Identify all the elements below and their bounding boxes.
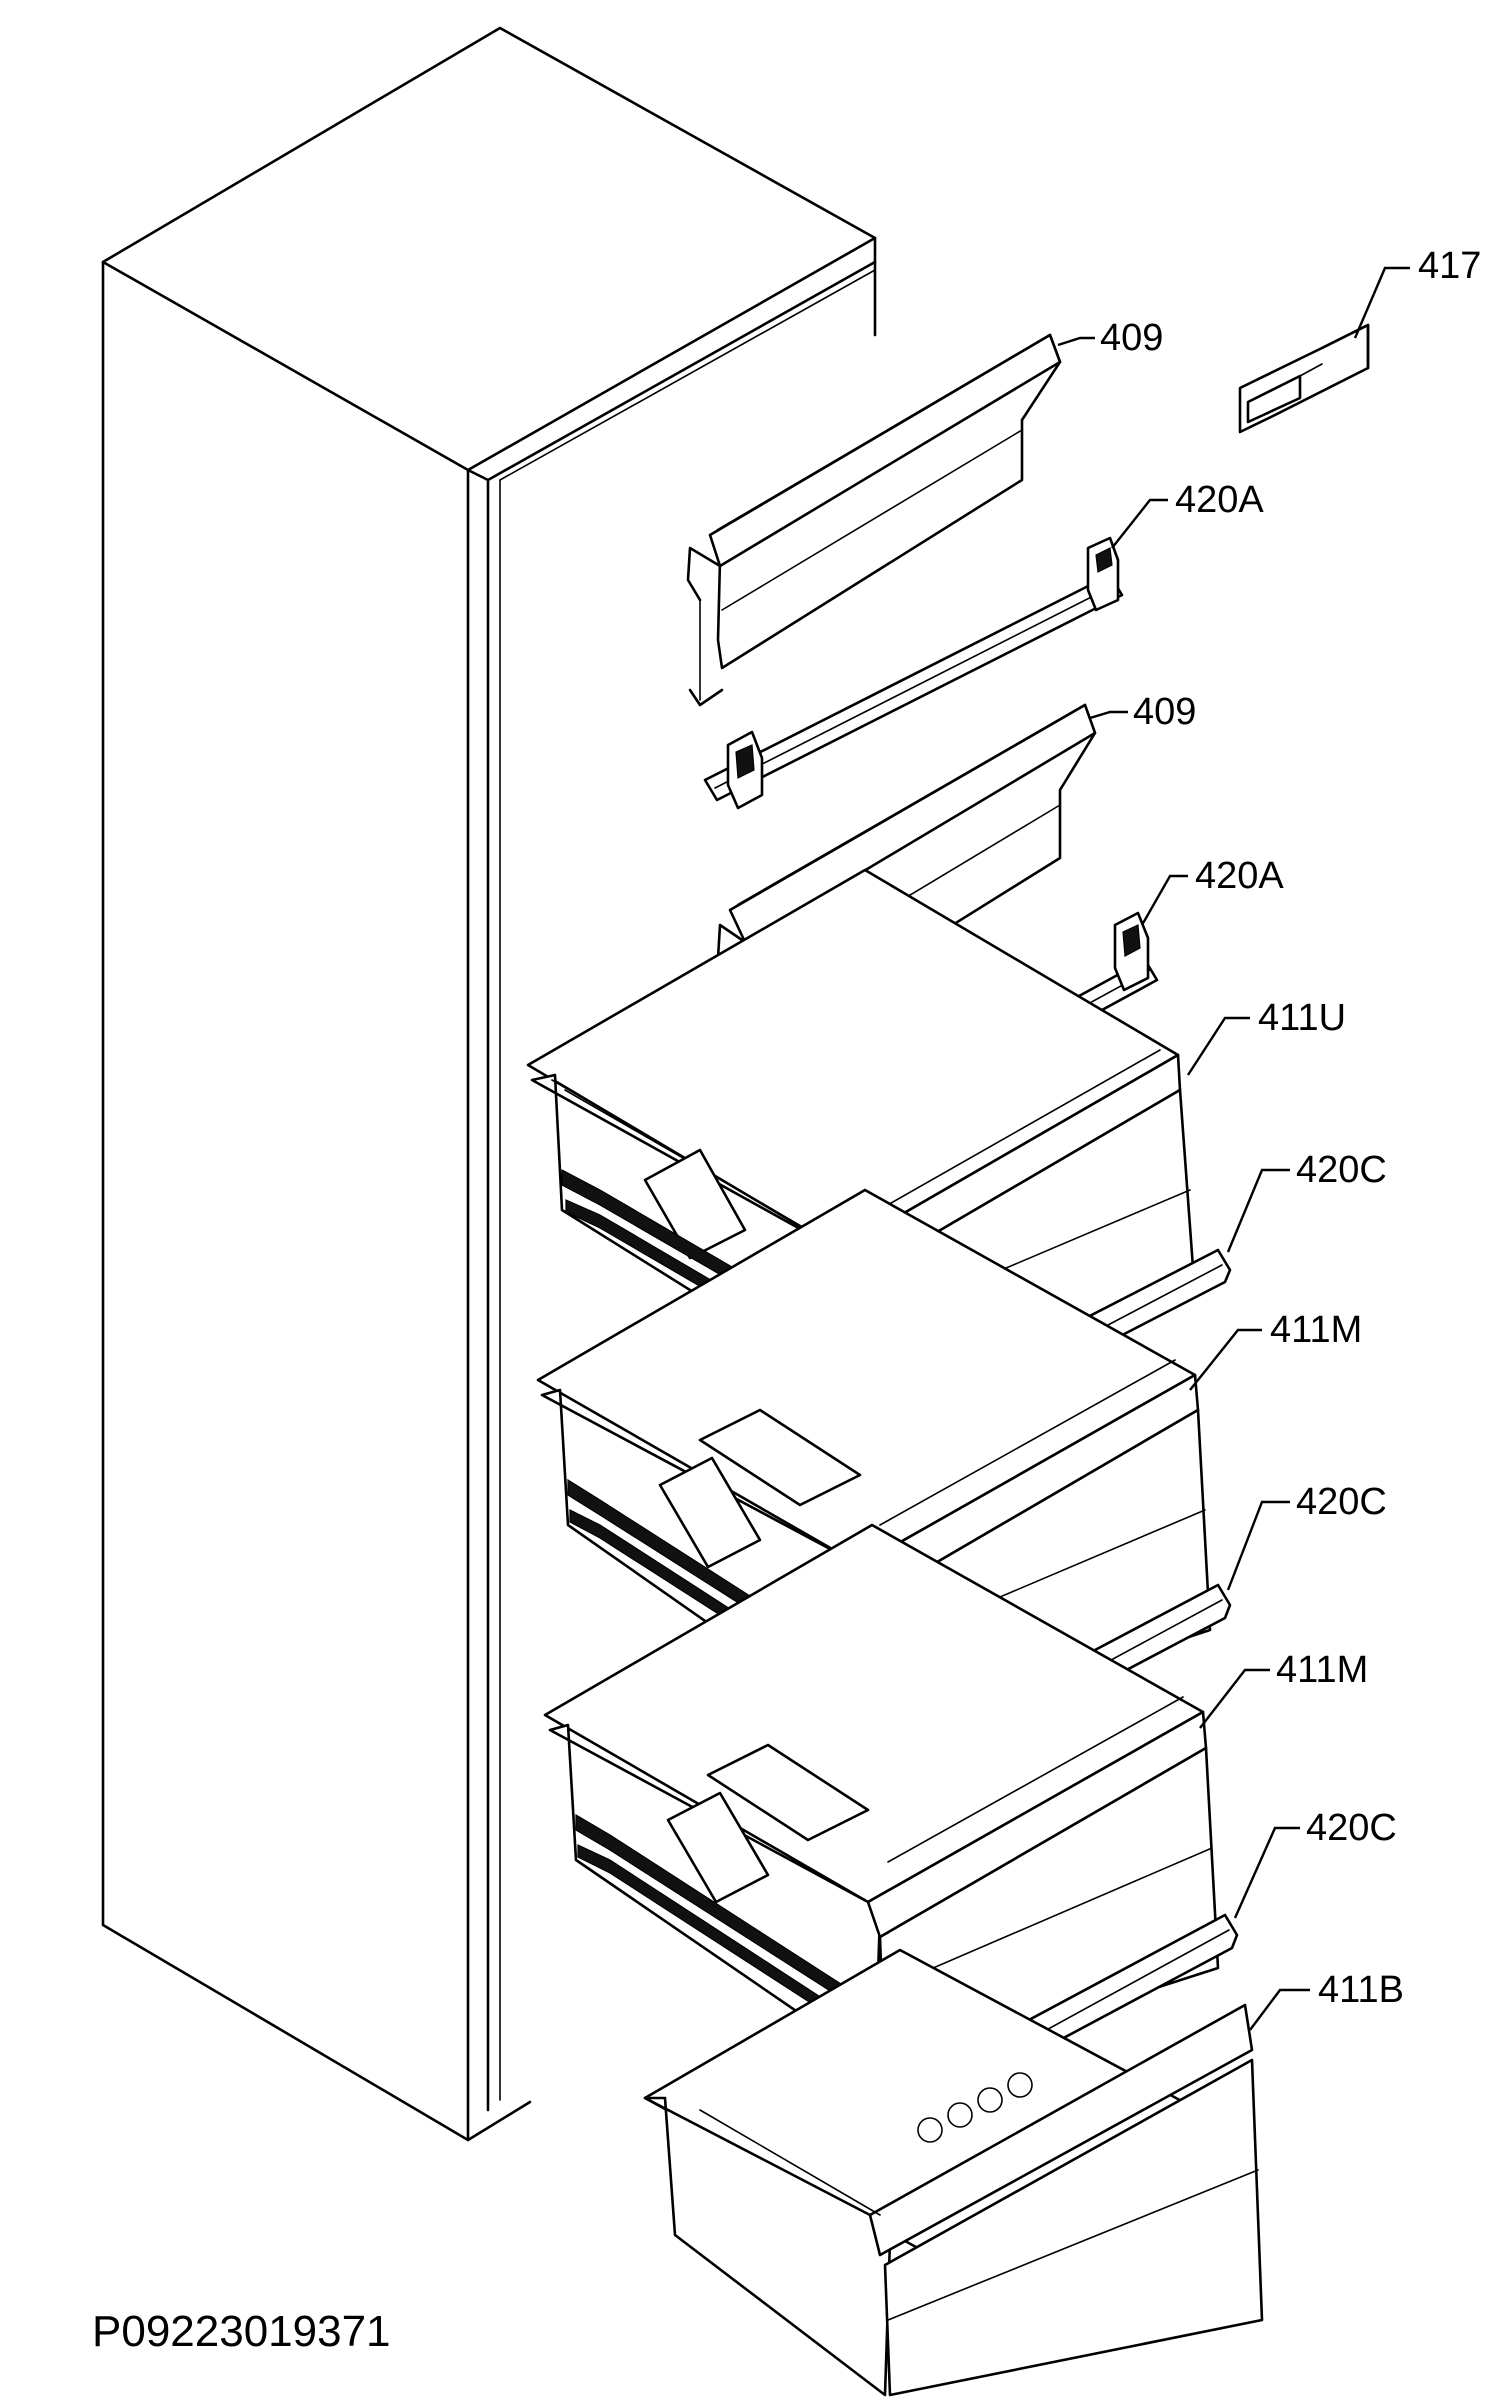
callout-411M-2: 411M (1276, 1649, 1368, 1691)
part-411B-bottom-drawer (643, 1948, 1264, 2397)
callout-420C-2: 420C (1296, 1481, 1387, 1523)
document-id: P09223019371 (92, 2307, 391, 2356)
callout-420C-1: 420C (1296, 1149, 1387, 1191)
callout-409-mid: 409 (1133, 691, 1196, 733)
freezer-cabinet (101, 26, 877, 2142)
callout-420C-3: 420C (1306, 1807, 1397, 1849)
callout-labels: 417 409 420A 409 420A 411U 420C 411M 420… (1100, 245, 1481, 2011)
callout-417: 417 (1418, 245, 1481, 287)
callout-411B: 411B (1318, 1969, 1404, 2011)
part-409-top-flap (686, 333, 1062, 707)
callout-411U: 411U (1258, 997, 1346, 1039)
part-420A-top-rail (703, 536, 1124, 810)
callout-411M-1: 411M (1270, 1309, 1362, 1351)
callout-420A-mid: 420A (1195, 855, 1284, 897)
callout-420A-top: 420A (1175, 479, 1264, 521)
part-417-clip (1238, 323, 1370, 434)
callout-409-top: 409 (1100, 317, 1163, 359)
leader-lines (1057, 266, 1410, 2031)
